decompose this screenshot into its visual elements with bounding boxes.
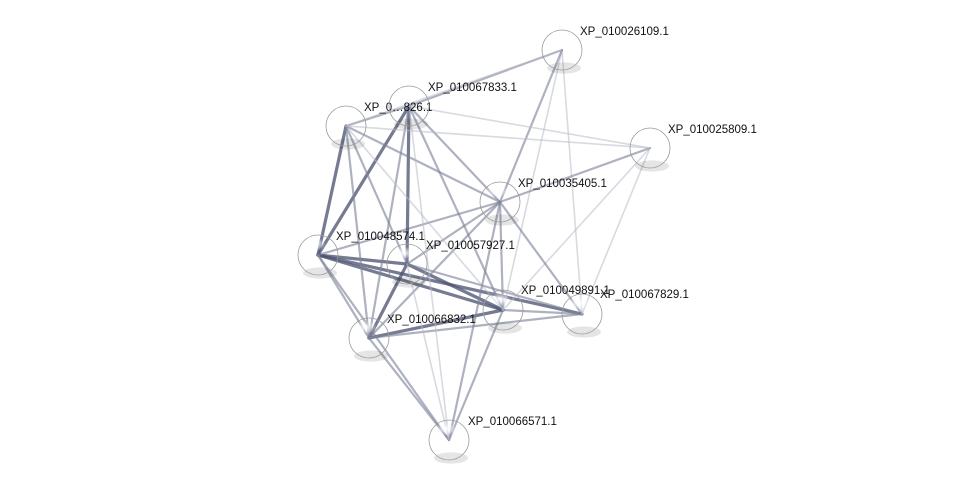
edge-57927-67833[interactable]	[405, 104, 411, 266]
node-label: XP_010049891.1	[521, 285, 610, 297]
node-highlight	[548, 32, 570, 46]
edge-66832-67833[interactable]	[367, 104, 411, 340]
node-sphere[interactable]	[386, 243, 428, 285]
protein-node[interactable]	[561, 293, 603, 338]
edge-826-26109[interactable]	[345, 49, 563, 127]
edge-35405-826[interactable]	[344, 124, 502, 204]
node-highlight	[489, 292, 511, 306]
edge-48574-57927[interactable]	[316, 253, 409, 266]
node-highlight	[355, 320, 377, 334]
node-sphere[interactable]	[297, 234, 339, 276]
edge-49891-25809[interactable]	[502, 147, 651, 311]
edge-66832-35405[interactable]	[367, 200, 502, 340]
node-shadow	[394, 118, 428, 130]
node-label: XP_010067833.1	[428, 82, 517, 94]
edge-48574-67833[interactable]	[316, 104, 411, 257]
edge-49891-66571[interactable]	[447, 308, 505, 442]
edge-layer	[316, 48, 652, 442]
edge-35405-67833[interactable]	[407, 104, 502, 204]
node-label: XP_010057927.1	[426, 240, 515, 252]
protein-node[interactable]	[297, 234, 339, 279]
protein-node[interactable]	[629, 127, 671, 172]
node-shadow	[392, 276, 426, 288]
edge-49891-826[interactable]	[345, 125, 504, 311]
edge-57927-66571[interactable]	[406, 263, 450, 441]
edge-67829-25809[interactable]	[581, 147, 651, 315]
edge-67833-25809[interactable]	[408, 105, 651, 149]
edge-57927-49891[interactable]	[405, 262, 505, 312]
edge-35405-25809[interactable]	[498, 146, 652, 204]
node-sphere[interactable]	[325, 105, 367, 147]
protein-node[interactable]	[482, 289, 524, 334]
node-highlight	[435, 422, 457, 436]
node-shadow	[567, 326, 601, 338]
edge-826-25809[interactable]	[345, 125, 651, 149]
edge-67829-35405[interactable]	[498, 200, 584, 316]
protein-node[interactable]	[348, 317, 390, 362]
edge-35405-66571[interactable]	[447, 200, 502, 442]
node-sphere[interactable]	[629, 127, 671, 169]
node-highlight	[636, 130, 658, 144]
protein-node[interactable]	[541, 29, 583, 74]
protein-node[interactable]	[386, 243, 428, 288]
node-shadow	[485, 214, 519, 226]
query-node-sphere[interactable]	[479, 181, 521, 223]
query-node[interactable]	[479, 181, 521, 226]
node-highlight	[395, 88, 417, 102]
edge-57927-35405[interactable]	[405, 200, 502, 266]
node-highlight	[486, 184, 508, 198]
edge-49891-35405[interactable]	[498, 200, 505, 312]
label-layer: XP_010026109.1XP_010025809.1 XP_010067833…	[336, 26, 757, 428]
node-label: XP_010066832.1	[387, 314, 476, 326]
edge-48574-826[interactable]	[316, 124, 348, 257]
node-shadow	[303, 267, 337, 279]
node-shadow	[547, 62, 581, 74]
node-shadow	[434, 452, 468, 464]
node-shadow	[354, 350, 388, 362]
node-label: XP_010026109.1	[580, 26, 669, 38]
node-shadow	[635, 160, 669, 172]
edge-66832-49891[interactable]	[367, 308, 505, 340]
node-label: XP_010025809.1	[668, 124, 757, 136]
node-sphere[interactable]	[428, 419, 470, 461]
edge-67833-66571[interactable]	[408, 105, 450, 441]
edge-48574-49891[interactable]	[316, 253, 505, 312]
node-sphere[interactable]	[541, 29, 583, 71]
node-layer	[297, 29, 671, 464]
protein-node[interactable]	[325, 105, 367, 150]
node-sphere[interactable]	[388, 85, 430, 127]
edge-49891-67829[interactable]	[501, 308, 584, 316]
node-label: XP_010035405.1	[518, 178, 607, 190]
edge-49891-26109[interactable]	[502, 49, 563, 311]
protein-node[interactable]	[428, 419, 470, 464]
node-sphere[interactable]	[482, 289, 524, 331]
edge-35405-26109[interactable]	[498, 48, 564, 204]
edge-66832-67829[interactable]	[367, 312, 584, 340]
edge-57927-826[interactable]	[344, 124, 409, 266]
node-label: XP_010066571.1	[468, 416, 557, 428]
protein-node[interactable]	[388, 85, 430, 130]
node-sphere[interactable]	[561, 293, 603, 335]
node-label: XP_010067829.1	[600, 289, 689, 301]
node-sphere[interactable]	[348, 317, 390, 359]
node-label: XP_010048574.1	[336, 231, 425, 243]
edge-67829-26109[interactable]	[561, 49, 583, 315]
edge-49891-67833[interactable]	[407, 104, 505, 312]
edge-48574-66571[interactable]	[316, 253, 451, 442]
node-highlight	[393, 246, 415, 260]
node-highlight	[332, 108, 354, 122]
node-highlight	[304, 237, 326, 251]
node-shadow	[331, 138, 365, 150]
node-shadow	[488, 322, 522, 334]
edge-66832-826[interactable]	[344, 124, 371, 340]
node-label: XP_0…826.1	[364, 102, 432, 114]
node-highlight	[568, 296, 590, 310]
